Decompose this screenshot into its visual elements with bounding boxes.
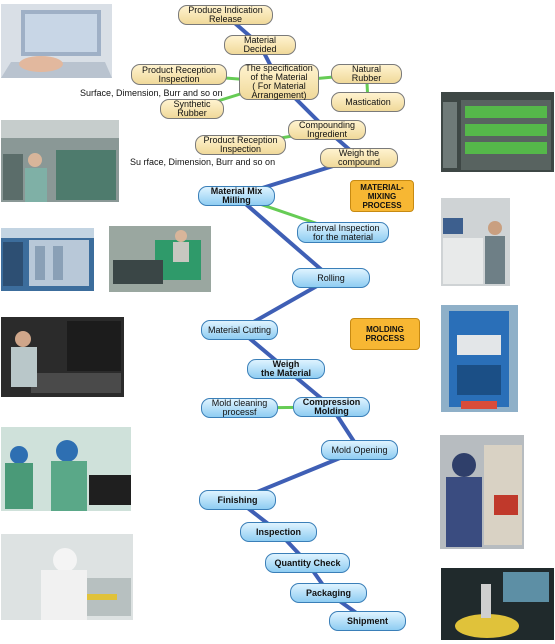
photo-green-mill (109, 226, 211, 292)
photo-storage-shelves (441, 92, 554, 172)
inspection-node: Inspection (240, 522, 317, 542)
quantity-check-node: Quantity Check (265, 553, 350, 573)
shipment-node: Shipment (329, 611, 406, 631)
finishing-node: Finishing (199, 490, 276, 510)
product-reception-inspection-node: Product Reception Inspection (131, 64, 227, 85)
material-decided-node: Material Decided (224, 35, 296, 55)
material-cutting-node: Material Cutting (201, 320, 278, 340)
synthetic-rubber-node: Synthetic Rubber (160, 99, 224, 119)
rolling-node: Rolling (292, 268, 370, 288)
surface-inspection-note-2: Su rface, Dimension, Burr and so on (130, 157, 276, 167)
molding-process-tag: MOLDING PROCESS (350, 318, 420, 350)
photo-blue-cabinets (1, 228, 94, 291)
weigh-compound-node: Weigh the compound (320, 148, 398, 168)
produce-indication-release-node: Produce Indication Release (178, 5, 273, 25)
weigh-material-node: Weigh the Material (247, 359, 325, 379)
photo-microscope-inspection (441, 568, 554, 640)
material-specification-node: The specification of the Material ( For … (239, 64, 319, 100)
photo-cutting-worker (1, 317, 124, 397)
photo-compression-press (441, 305, 518, 412)
mold-cleaning-process-node: Mold cleaning processf (201, 398, 278, 418)
mold-opening-node: Mold Opening (321, 440, 398, 460)
natural-rubber-node: Natural Rubber (331, 64, 402, 84)
packaging-node: Packaging (290, 583, 367, 603)
interval-inspection-node: Interval Inspection for the material (297, 222, 389, 243)
photo-worker-machines (1, 120, 119, 202)
compounding-ingredient-node: Compounding Ingredient (288, 120, 366, 140)
photo-lab-computer (441, 198, 510, 286)
mastication-node: Mastication (331, 92, 405, 112)
photo-laptop-typing (1, 4, 112, 78)
photo-finishing-workers (1, 427, 131, 511)
compression-molding-node: Compression Molding (293, 397, 370, 417)
material-mix-milling-node: Material Mix Milling (198, 186, 275, 206)
product-reception-inspection-2-node: Product Reception Inspection (195, 135, 286, 155)
surface-inspection-note: Surface, Dimension, Burr and so on (80, 88, 223, 98)
main-edge-mix-to-rolling (234, 194, 333, 280)
material-mixing-process-tag: MATERIAL- MIXING PROCESS (350, 180, 414, 212)
photo-inspection-cleanroom (1, 534, 133, 620)
photo-mold-operator (440, 435, 524, 549)
